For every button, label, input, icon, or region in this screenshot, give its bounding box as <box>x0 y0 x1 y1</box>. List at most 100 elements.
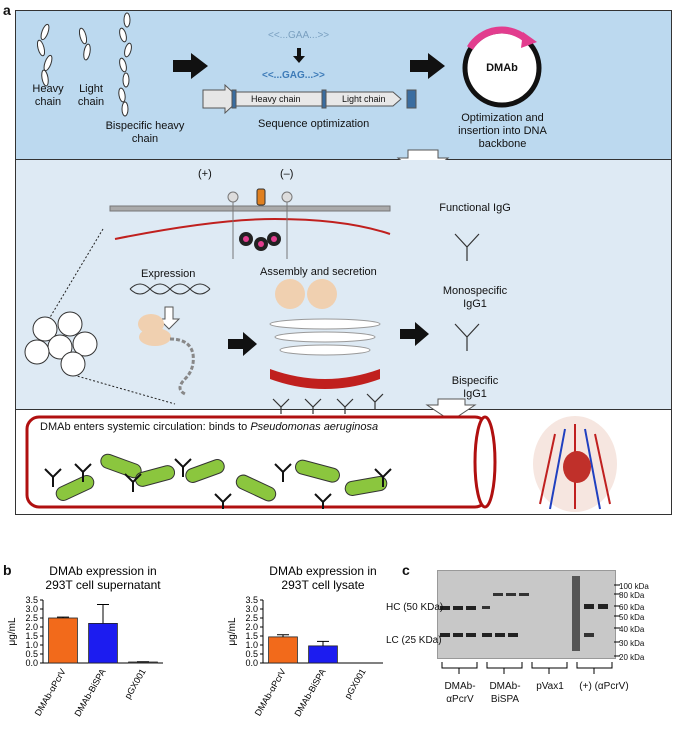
ladder-mark: 80 kDa <box>619 591 645 600</box>
ladder-mark: 50 kDa <box>619 613 645 622</box>
gene-cassette <box>202 83 417 115</box>
arrow-right-icon <box>173 53 208 79</box>
chart-title: DMAb expression in <box>49 564 156 578</box>
bispecific-igg1-label: Bispecific IgG1 <box>451 375 499 400</box>
plus-electrode-label: (+) <box>198 168 212 180</box>
bispecific-heavy-chain-label: Bispecific heavy chain <box>105 120 185 145</box>
lane-brackets <box>441 662 613 674</box>
organism-name: Pseudomonas aeruginosa <box>250 421 379 433</box>
ladder-mark: 60 kDa <box>619 603 645 612</box>
assembly-secretion-label: Assembly and secretion <box>260 266 377 278</box>
bar <box>308 645 338 664</box>
heavy-chain-icon <box>36 23 53 87</box>
cassette-light-chain-label: Light chain <box>342 94 386 104</box>
plasmid-label: DMAb <box>486 62 518 74</box>
minus-electrode-label: (–) <box>280 168 294 180</box>
ladder-mark: 40 kDa <box>619 625 645 634</box>
circulatory-system-icon <box>533 416 617 512</box>
muscle-fiber-icon <box>24 311 98 377</box>
bacteria-icon <box>55 453 388 502</box>
arrow-right-icon <box>410 53 445 79</box>
antibody-icon <box>272 233 480 414</box>
ladder-ticks <box>614 584 620 657</box>
x-tick-label: pGX001 <box>123 667 148 701</box>
cell-membrane <box>109 205 391 212</box>
arrow-right-icon <box>400 322 429 346</box>
circulation-text: DMAb enters systemic circulation: binds … <box>40 421 379 433</box>
lane-group-label: pVax1 <box>536 681 564 692</box>
optimization-insertion-label: Optimization and insertion into DNA back… <box>458 112 547 150</box>
panel-a-bottom-graphics <box>25 415 617 512</box>
open-arrow-down-icon <box>425 398 477 419</box>
y-tick-label: 3.5 <box>25 595 38 605</box>
western-blot-image <box>437 570 616 659</box>
y-tick-label: 1.0 <box>25 640 38 650</box>
arrow-down-icon <box>293 48 305 63</box>
electrode-icon <box>227 188 293 259</box>
panel-a-letter: a <box>3 2 11 18</box>
light-chain-label: Light chain <box>77 83 105 108</box>
hc-label: HC (50 KDa) <box>386 602 444 613</box>
y-tick-label: 0.0 <box>245 658 258 668</box>
light-chain-icon <box>78 27 91 61</box>
ladder-mark: 30 kDa <box>619 639 645 648</box>
x-tick-label: DMAb-BiSPA <box>72 667 107 718</box>
ladder-mark: 20 kDa <box>619 653 645 662</box>
y-axis-label: μg/mL <box>7 617 18 645</box>
y-tick-label: 1.5 <box>25 631 38 641</box>
y-tick-label: 3.0 <box>25 604 38 614</box>
codon-before-label: <<...GAA...>> <box>268 30 330 41</box>
lc-label: LC (25 KDa) <box>386 635 442 646</box>
chart-title: 293T cell supernatant <box>45 578 161 592</box>
y-tick-label: 2.0 <box>245 622 258 632</box>
lane-group-label: DMAb-αPcrV <box>444 681 476 705</box>
y-tick-label: 1.5 <box>245 631 258 641</box>
bar <box>48 617 78 664</box>
y-tick-label: 2.0 <box>25 622 38 632</box>
panel-a-middle-graphics <box>24 188 480 419</box>
cassette-heavy-chain-label: Heavy chain <box>251 94 301 104</box>
sequence-optimization-label: Sequence optimization <box>258 118 370 130</box>
y-tick-label: 0.5 <box>245 649 258 659</box>
y-tick-label: 0.5 <box>25 649 38 659</box>
expression-label: Expression <box>141 268 196 280</box>
arrow-right-icon <box>228 332 257 356</box>
y-tick-label: 2.5 <box>245 613 258 623</box>
y-axis-label: μg/mL <box>227 617 238 645</box>
open-arrow-down-icon <box>157 306 181 330</box>
golgi-icon <box>269 279 381 389</box>
dmab-plasmid-icon <box>462 26 542 108</box>
bispecific-heavy-chain-icon <box>118 12 132 117</box>
codon-after-label: <<...GAG...>> <box>262 70 325 81</box>
x-tick-label: pGX001 <box>343 667 368 701</box>
x-tick-label: DMAb-αPcrV <box>33 667 68 718</box>
blot-bands <box>440 576 608 651</box>
panel-a-middle-band <box>15 159 672 410</box>
panel-b-letter: b <box>3 562 12 578</box>
heavy-chain-label: Heavy chain <box>32 83 64 108</box>
dna-strand-curve <box>114 217 391 240</box>
y-tick-label: 3.5 <box>245 595 258 605</box>
monospecific-igg1-label: Monospecific IgG1 <box>442 285 508 310</box>
y-tick-label: 3.0 <box>245 604 258 614</box>
panel-a-top-graphics <box>36 12 542 160</box>
open-arrow-down-icon <box>396 149 450 160</box>
y-tick-label: 0.0 <box>25 658 38 668</box>
bar <box>88 623 118 664</box>
ribosome-icon <box>239 232 281 251</box>
y-tick-label: 1.0 <box>245 640 258 650</box>
y-tick-label: 2.5 <box>25 613 38 623</box>
functional-igg-label: Functional IgG <box>439 202 511 214</box>
bar <box>268 636 298 664</box>
panel-c-letter: c <box>402 562 410 578</box>
x-tick-label: DMAb-αPcrV <box>253 667 288 718</box>
lane-group-label: DMAb-BiSPA <box>489 681 521 705</box>
lane-group-label: (+) (αPcrV) <box>579 681 629 692</box>
ladder-mark: 100 kDa <box>619 582 649 591</box>
antibody-icon <box>44 458 392 509</box>
ribosome-polypeptide-icon <box>138 314 195 396</box>
x-tick-label: DMAb-BiSPA <box>292 667 327 718</box>
dna-helix-icon <box>129 283 211 295</box>
chart-title: DMAb expression in <box>269 564 376 578</box>
